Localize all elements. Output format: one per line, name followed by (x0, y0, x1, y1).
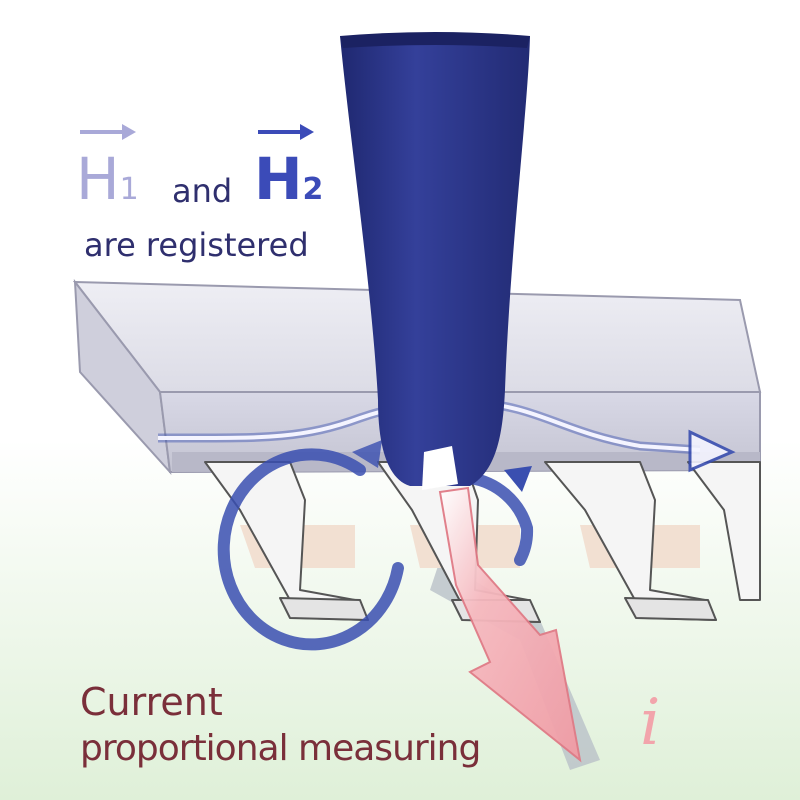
h1-subscript: 1 (119, 172, 139, 207)
current-label-line1: Current (80, 680, 223, 724)
h1-vector-arrow (80, 124, 136, 140)
h2-subscript: 2 (302, 172, 324, 207)
h2-vector-arrow (258, 124, 314, 140)
h1-letter: H (76, 145, 120, 213)
registered-label: are registered (84, 226, 309, 264)
sensor-tip (422, 446, 458, 490)
current-arrow (438, 486, 582, 763)
h1-label: H1 (76, 150, 139, 208)
field-loop (217, 440, 534, 651)
current-symbol: i (640, 686, 661, 760)
probe-body (340, 36, 530, 486)
h2-label: H2 (254, 150, 323, 208)
current-label-line2: proportional measuring (80, 728, 481, 769)
and-label: and (172, 172, 233, 210)
h2-letter: H (254, 145, 303, 213)
probe-cap (340, 32, 530, 48)
